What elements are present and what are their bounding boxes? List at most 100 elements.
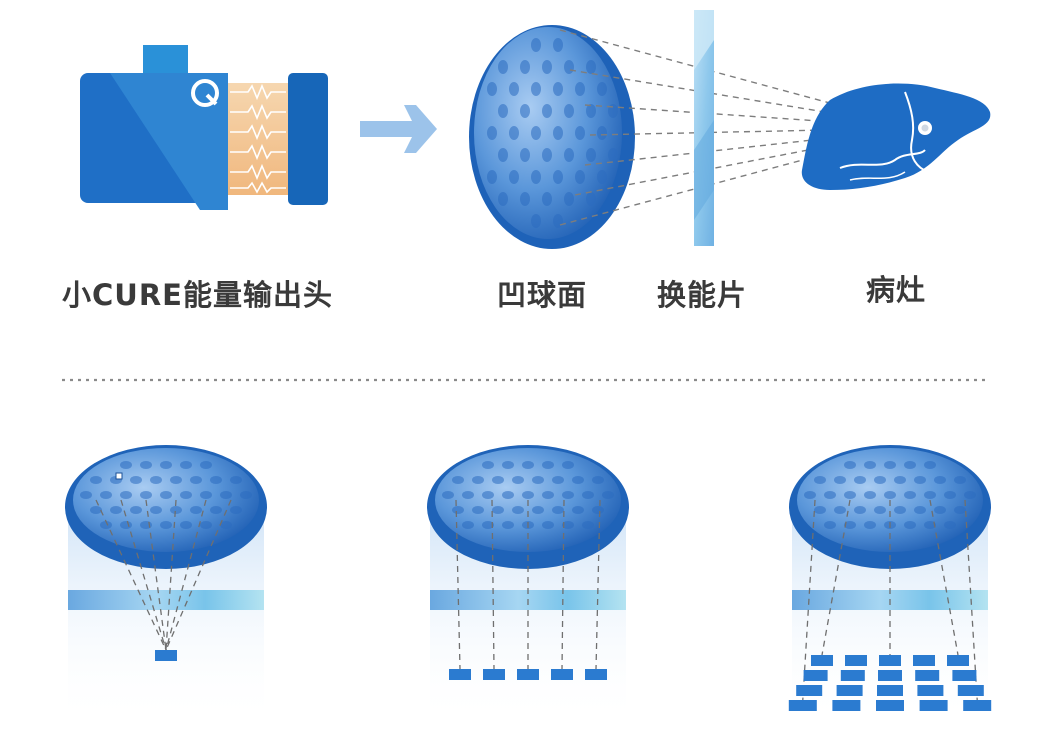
surface-dot (498, 192, 508, 206)
surface-dot (140, 521, 152, 529)
surface-dot (531, 170, 541, 184)
surface-dot (130, 476, 142, 484)
surface-dot (904, 491, 916, 499)
surface-dot (509, 126, 519, 140)
focus-target (963, 700, 992, 711)
surface-dot (110, 506, 122, 514)
focus-target (803, 670, 828, 681)
output-head-label: 小CURE能量输出头 (62, 278, 333, 312)
surface-dot (100, 491, 112, 499)
surface-dot (160, 491, 172, 499)
surface-marker (115, 472, 123, 480)
wave-lines (230, 83, 286, 194)
surface-dot (814, 506, 826, 514)
focus-targets (155, 650, 177, 661)
surface-dot (210, 476, 222, 484)
surface-dot (180, 461, 192, 469)
surface-dot (904, 521, 916, 529)
surface-dot (834, 506, 846, 514)
surface-dot (522, 461, 534, 469)
surface-dot (190, 506, 202, 514)
surface-dot (854, 506, 866, 514)
ray-line (821, 499, 851, 656)
focus-targets (788, 655, 992, 711)
surface-dot (553, 38, 563, 52)
ray-line (802, 499, 816, 701)
surface-dot (512, 506, 524, 514)
surface-dot (874, 506, 886, 514)
surface-dot (487, 126, 497, 140)
surface-dot (482, 461, 494, 469)
surface-dot (472, 506, 484, 514)
surface-dot (564, 60, 574, 74)
surface-dot (482, 521, 494, 529)
surface-dot (864, 491, 876, 499)
focus-target (155, 650, 177, 661)
ray-line (964, 499, 978, 701)
surface-dot (170, 506, 182, 514)
surface-dot (472, 476, 484, 484)
concave-surface-shape (469, 25, 635, 249)
focus-target (840, 670, 865, 681)
surface-dot (924, 521, 936, 529)
surface-dot (509, 170, 519, 184)
surface-dot (200, 521, 212, 529)
surface-dot (520, 148, 530, 162)
focus-mode-panel (427, 445, 629, 725)
focus-target (947, 655, 969, 666)
surface-dot (522, 491, 534, 499)
focus-target (836, 685, 863, 696)
surface-dot (160, 461, 172, 469)
ray-line (574, 127, 923, 196)
focus-mode-panel (65, 445, 267, 725)
focus-target (483, 669, 505, 680)
surface-dot (597, 170, 607, 184)
surface-dot (552, 506, 564, 514)
surface-dot (509, 82, 519, 96)
surface-dot (150, 506, 162, 514)
surface-dot (553, 126, 563, 140)
ray-group (802, 499, 978, 701)
surface-dot (575, 126, 585, 140)
surface-dot (864, 461, 876, 469)
transducer-plate-shape (694, 10, 714, 246)
surface-dot (582, 521, 594, 529)
surface-dot (824, 491, 836, 499)
ray-line (95, 499, 167, 651)
surface-dot (230, 506, 242, 514)
surface-dot (170, 476, 182, 484)
surface-dot (592, 476, 604, 484)
surface-dot (532, 476, 544, 484)
surface-dot (564, 192, 574, 206)
surface-dot (542, 104, 552, 118)
focus-target (832, 700, 861, 711)
surface-dot (542, 521, 554, 529)
focus-target (551, 669, 573, 680)
surface-dot (220, 521, 232, 529)
surface-dot (944, 521, 956, 529)
focus-target (877, 685, 903, 696)
surface-dot (462, 491, 474, 499)
surface-dot (90, 506, 102, 514)
surface-dot (562, 491, 574, 499)
focus-target (919, 700, 948, 711)
focus-target (876, 700, 904, 711)
surface-dot (954, 476, 966, 484)
focus-target (449, 669, 471, 680)
surface-dot (442, 491, 454, 499)
ray-group (95, 499, 232, 651)
surface-dot (180, 491, 192, 499)
surface-dot (532, 506, 544, 514)
ray-line (165, 499, 177, 651)
focus-target (788, 700, 817, 711)
surface-dot (575, 170, 585, 184)
surface-dot (492, 476, 504, 484)
surface-dot (572, 476, 584, 484)
surface-dot (498, 148, 508, 162)
surface-dot (844, 491, 856, 499)
ray-line (584, 104, 923, 129)
surface-dot (552, 476, 564, 484)
surface-dot (512, 476, 524, 484)
surface-dot (80, 491, 92, 499)
